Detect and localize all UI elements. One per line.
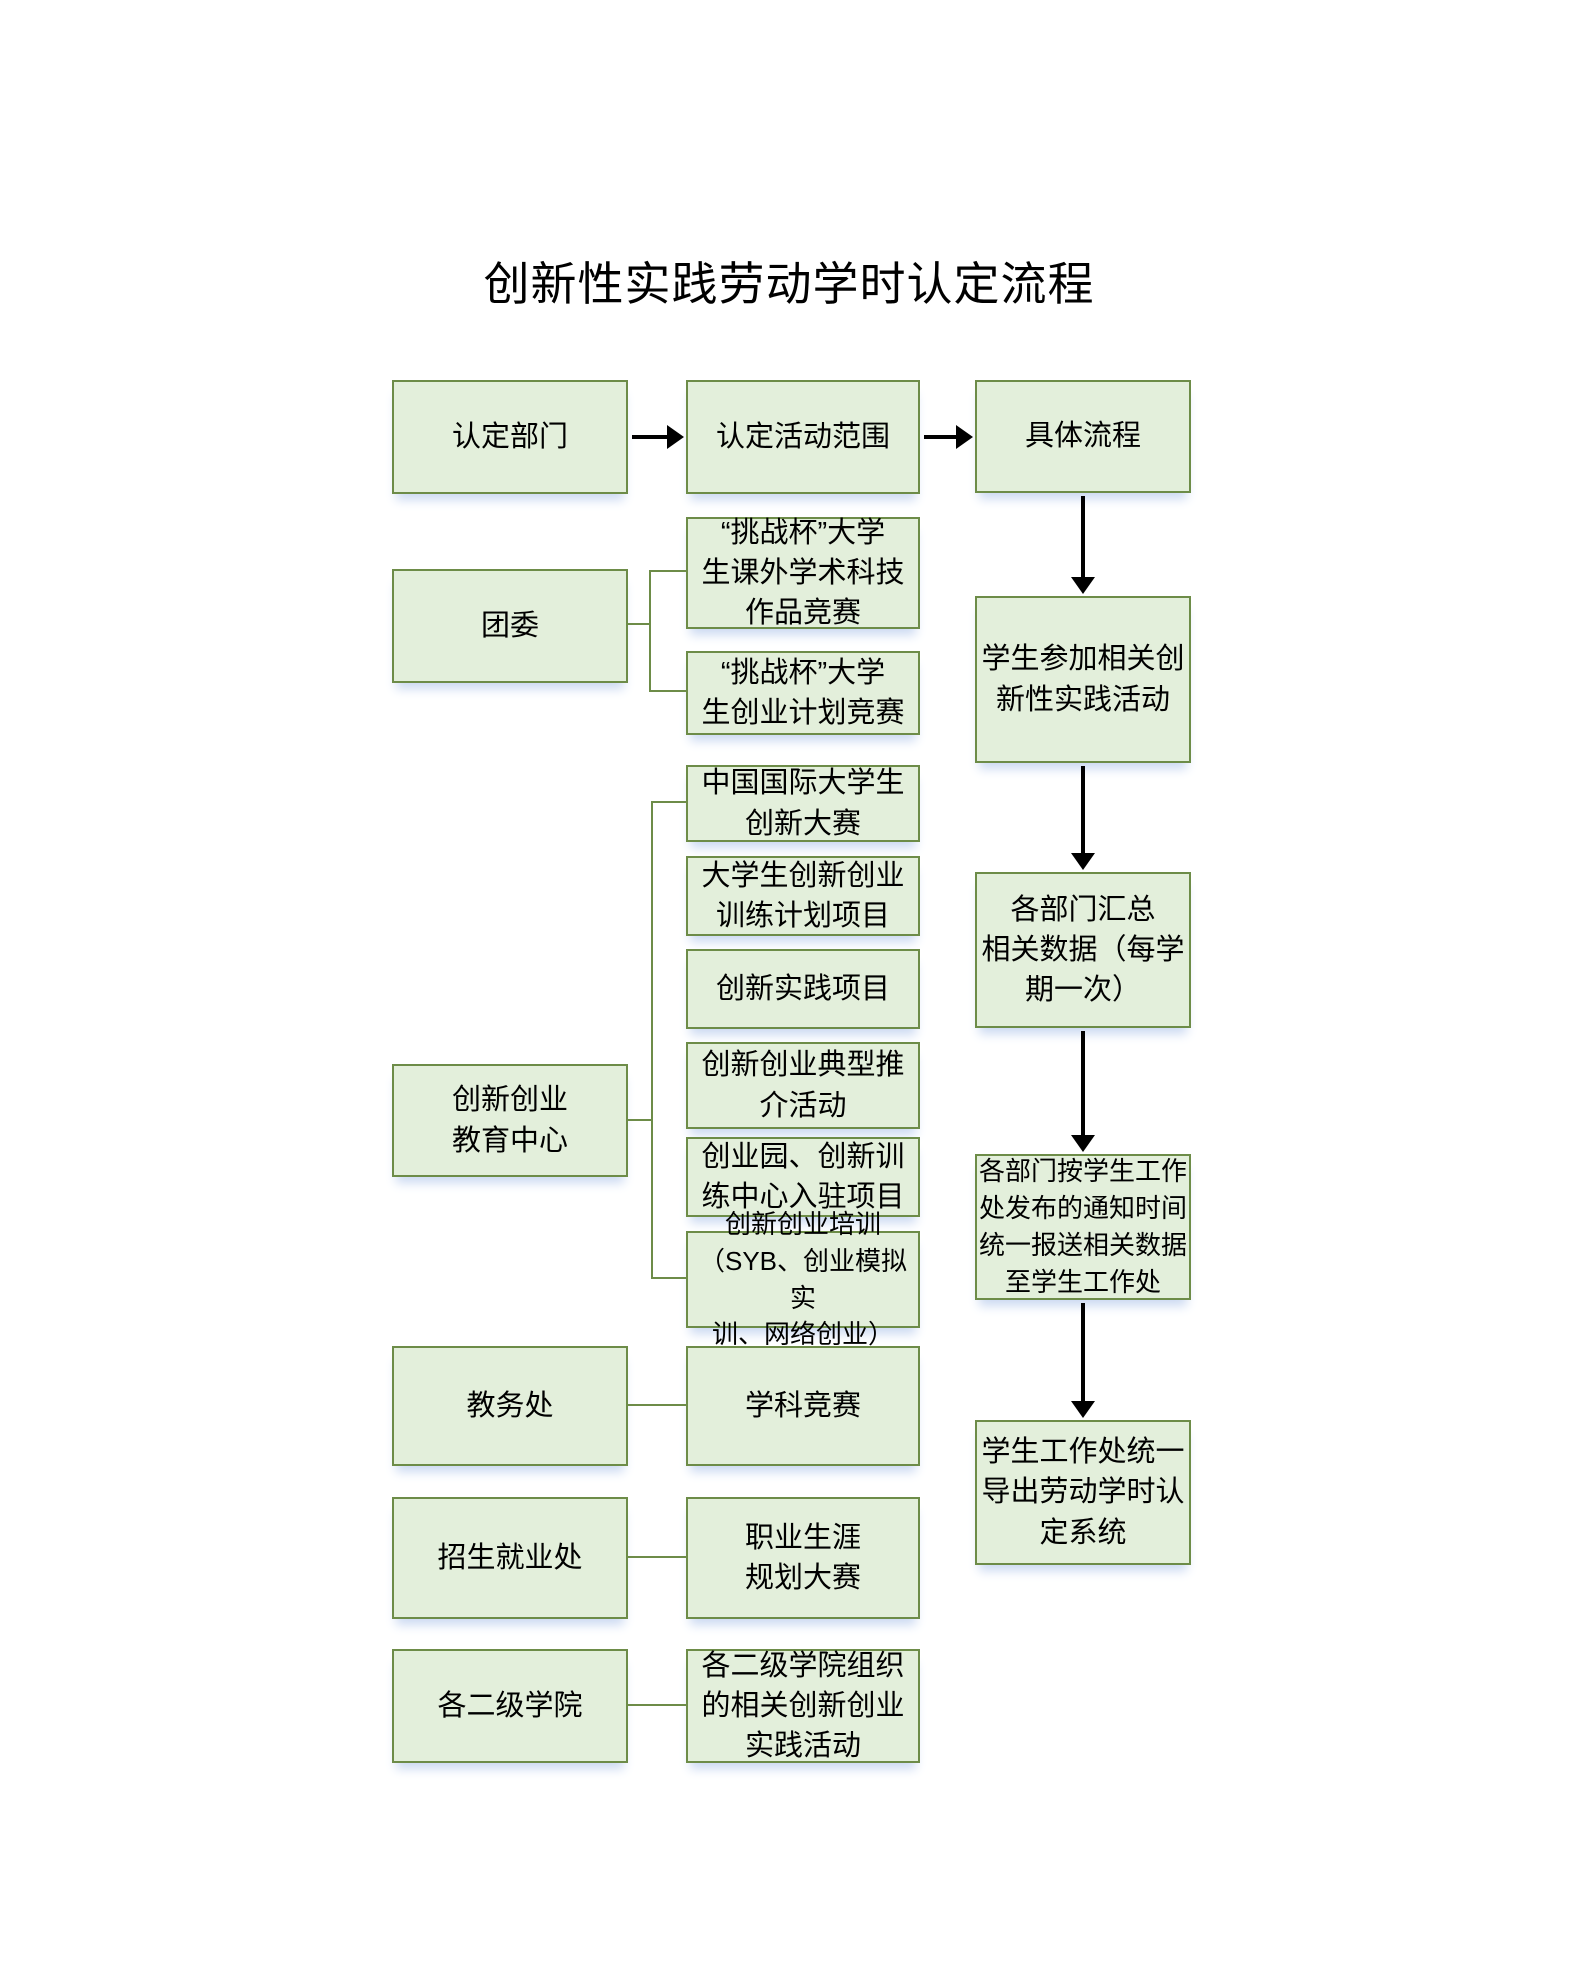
node-entrepreneurship-training: 创新创业培训 （SYB、创业模拟实 训、网络创业） xyxy=(686,1209,920,1349)
connector-secondary-colleges xyxy=(628,1704,686,1706)
node-innovation-training-program: 大学生创新创业 训练计划项目 xyxy=(686,856,920,936)
connector-education-center-stem xyxy=(628,1119,653,1121)
connector-youth-league-to-academic xyxy=(649,570,686,572)
node-export-system: 学生工作处统一 导出劳动学时认 定系统 xyxy=(975,1420,1191,1565)
connector-youth-league-to-business xyxy=(649,690,686,692)
connector-education-center-vertical xyxy=(651,801,653,1279)
node-process-header: 具体流程 xyxy=(975,380,1191,493)
node-innovation-education-center: 创新创业 教育中心 xyxy=(392,1064,628,1177)
connector-education-center-bottom xyxy=(651,1277,686,1279)
node-dept-header: 认定部门 xyxy=(392,380,628,494)
node-student-participate: 学生参加相关创 新性实践活动 xyxy=(975,596,1191,763)
node-scope-header: 认定活动范围 xyxy=(686,380,920,494)
node-academic-affairs-office: 教务处 xyxy=(392,1346,628,1466)
node-innovation-practice-project: 创新实践项目 xyxy=(686,949,920,1029)
node-youth-league: 团委 xyxy=(392,569,628,683)
node-college-activities: 各二级学院组织 的相关创新创业 实践活动 xyxy=(686,1649,920,1763)
node-dept-submit: 各部门按学生工作 处发布的通知时间 统一报送相关数据 至学生工作处 xyxy=(975,1154,1191,1300)
node-innovation-promotion-activity: 创新创业典型推 介活动 xyxy=(686,1042,920,1129)
node-intl-innovation-competition: 中国国际大学生 创新大赛 xyxy=(686,765,920,842)
node-secondary-colleges: 各二级学院 xyxy=(392,1649,628,1763)
node-incubator-projects: 创业园、创新训 练中心入驻项目 xyxy=(686,1137,920,1217)
connector-youth-league-vertical xyxy=(649,570,651,692)
node-admissions-employment-office: 招生就业处 xyxy=(392,1497,628,1619)
node-challenge-cup-business: “挑战杯”大学 生创业计划竞赛 xyxy=(686,651,920,735)
page-title: 创新性实践劳动学时认定流程 xyxy=(483,258,1095,310)
connector-youth-league-stem xyxy=(628,623,651,625)
node-subject-competition: 学科竞赛 xyxy=(686,1346,920,1466)
node-challenge-cup-academic: “挑战杯”大学 生课外学术科技 作品竞赛 xyxy=(686,517,920,629)
node-dept-summarize: 各部门汇总 相关数据（每学 期一次） xyxy=(975,872,1191,1028)
node-career-planning-competition: 职业生涯 规划大赛 xyxy=(686,1497,920,1619)
connector-admissions-employment xyxy=(628,1556,686,1558)
connector-academic-affairs xyxy=(628,1404,686,1406)
connector-education-center-top xyxy=(651,801,686,803)
